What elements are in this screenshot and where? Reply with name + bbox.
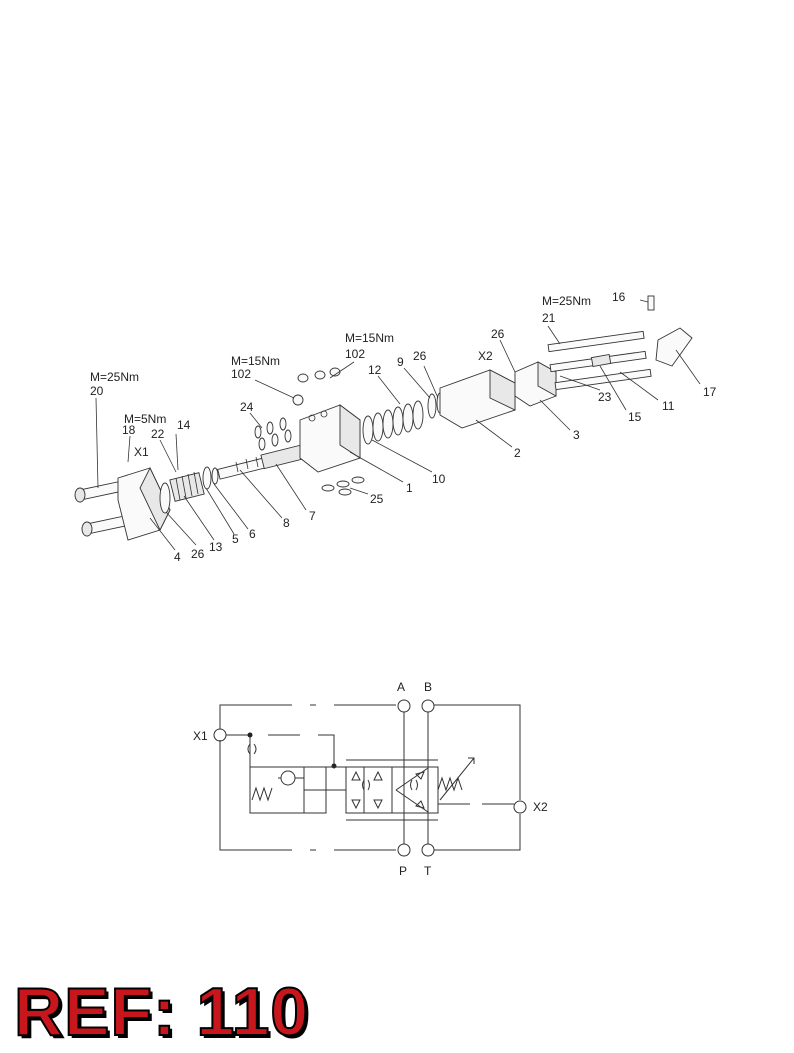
callout-12: 12 [368,363,382,377]
callout-labels: M=25Nm 20 M=5Nm 18 X1 22 14 M=15Nm 102 2… [90,290,717,564]
part-1-valve-body [299,404,361,473]
part-5-washer [202,466,212,490]
part-23-seals [321,476,365,496]
callout-23: 25 [370,492,384,506]
callout-26-left: 26 [191,547,205,561]
callout-10: 10 [432,472,446,486]
ref-label: REF: 110 [13,974,310,1050]
part-6-washer [211,467,219,485]
part-26-seal-left [159,482,171,514]
part-25-seals [254,417,292,451]
port-b-circle [421,699,435,713]
callout-26-middle: 26 [413,349,427,363]
callout-15: 15 [628,410,642,424]
port-t-circle [421,843,435,857]
port-label-x2: X2 [533,800,548,814]
callout-24: 23 [598,390,612,404]
callout-22: 22 [151,427,165,441]
callout-18: 18 [122,423,136,437]
port-x2-circle [513,800,527,814]
part-7-sleeve [260,444,304,470]
callout-x1-exploded: X1 [134,445,149,459]
part-13-spring [169,471,205,502]
callout-26-right: 26 [491,327,505,341]
part-102-plugs [292,367,341,406]
part-12-spring [362,400,424,445]
hydraulic-symbol [213,699,527,857]
part-17-end-plate [655,327,693,367]
callout-16: 16 [612,290,626,304]
callout-2: 2 [514,446,521,460]
part-3-end-body [514,361,557,407]
callout-8: 8 [283,516,290,530]
callout-102a: 102 [231,367,251,381]
torque-label-21: M=25Nm [542,294,591,308]
part-2-solenoid-body [439,369,516,429]
callout-x2-exploded: X2 [478,349,493,363]
bolt-20-lower [81,515,129,537]
callout-17: 17 [703,385,717,399]
callout-4: 4 [174,550,181,564]
callout-14: 14 [177,418,191,432]
port-label-x1: X1 [193,729,208,743]
callout-11: 11 [662,399,675,413]
callout-1: 1 [406,481,413,495]
port-labels: A B P T X1 X2 [193,680,548,878]
part-9-washer [427,393,437,419]
leader-lines [95,299,701,551]
part-15-insert [590,353,612,368]
callout-13: 13 [209,540,223,554]
port-label-a: A [397,680,405,694]
port-p-circle [397,843,411,857]
port-x1-circle [213,728,227,742]
callout-9: 9 [397,355,404,369]
callout-5: 5 [232,532,239,546]
torque-label-20: M=25Nm [90,370,139,384]
torque-label-102a: M=15Nm [231,354,280,368]
callout-7: 7 [309,509,316,523]
port-label-b: B [424,680,432,694]
port-a-circle [397,699,411,713]
callout-6: 6 [249,527,256,541]
part-16-pin [647,295,655,311]
torque-label-18: M=5Nm [124,412,166,426]
port-label-p: P [399,864,407,878]
port-label-t: T [424,864,432,878]
torque-label-102b: M=15Nm [345,331,394,345]
callout-21: 21 [542,311,556,325]
callout-3: 3 [573,428,580,442]
callout-102b: 102 [345,347,365,361]
callout-25: 24 [240,400,254,414]
callout-20: 20 [90,384,104,398]
bolt-20-upper [74,481,122,503]
